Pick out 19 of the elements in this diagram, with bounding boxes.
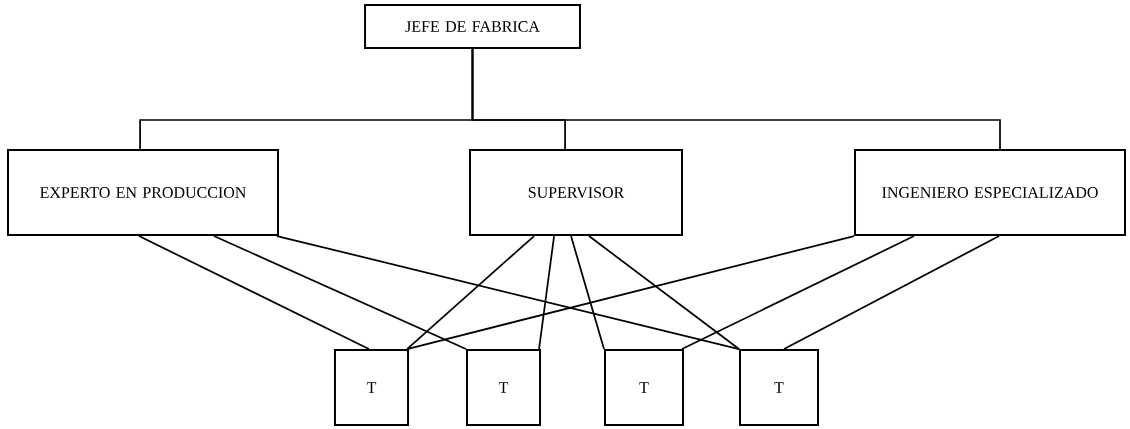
- role-box: SUPERVISOR: [469, 148, 683, 237]
- worker-box: T: [739, 349, 819, 426]
- connector-line: [570, 235, 605, 350]
- worker-box: T: [466, 349, 542, 426]
- connector-line: [213, 235, 467, 350]
- connector-line: [538, 235, 555, 350]
- connector-line: [471, 48, 1001, 150]
- role-box: INGENIERO ESPECIALIZADO: [854, 148, 1126, 237]
- boss-box: JEFE DE FABRICA: [364, 4, 581, 49]
- connector-line: [783, 235, 1000, 350]
- connector-line: [681, 235, 915, 350]
- connector-line: [588, 235, 740, 350]
- connector-line: [406, 235, 535, 350]
- role-box: EXPERTO EN PRODUCCION: [7, 148, 279, 237]
- worker-box: T: [333, 349, 410, 426]
- connector-line: [406, 235, 855, 350]
- connector-line: [276, 235, 740, 350]
- connector-line: [138, 235, 370, 350]
- worker-box: T: [604, 349, 684, 426]
